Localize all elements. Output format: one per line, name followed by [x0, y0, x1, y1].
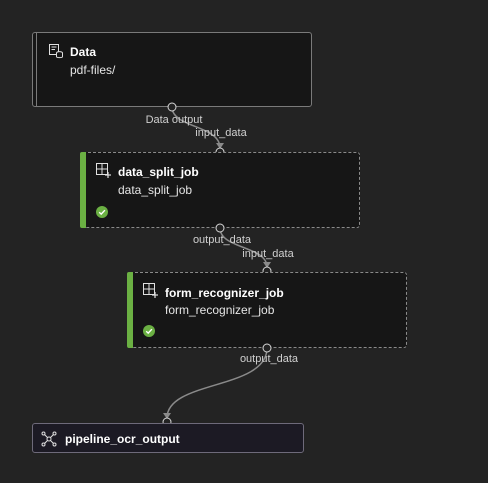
split-status-bar [80, 152, 86, 228]
data-node[interactable]: Data pdf-files/ [32, 32, 312, 107]
recognizer-status-bar [127, 272, 133, 348]
success-check-icon [96, 206, 108, 218]
dataset-icon [49, 44, 63, 59]
form-recognizer-job-node[interactable]: form_recognizer_job form_recognizer_job [127, 272, 407, 348]
data-split-job-node[interactable]: data_split_job data_split_job [80, 152, 360, 228]
recognizer-node-subtitle: form_recognizer_job [165, 303, 275, 317]
recognizer-input-label: input_data [242, 248, 294, 260]
split-output-port[interactable] [215, 223, 225, 233]
data-output-label: Data output [145, 114, 203, 126]
split-output-label: output_data [192, 234, 252, 246]
component-icon [96, 163, 111, 178]
component-icon [143, 283, 158, 298]
recognizer-output-port[interactable] [262, 343, 272, 353]
pipeline-output-icon [41, 431, 57, 447]
pipeline-output-title: pipeline_ocr_output [65, 432, 180, 446]
data-output-port[interactable] [167, 102, 177, 112]
recognizer-node-title: form_recognizer_job [165, 286, 284, 300]
split-input-label: input_data [195, 127, 247, 139]
pipeline-output-node[interactable]: pipeline_ocr_output [32, 423, 304, 453]
success-check-icon [143, 325, 155, 337]
data-node-title: Data [70, 45, 97, 59]
data-node-bar [36, 33, 37, 106]
data-node-path: pdf-files/ [70, 63, 116, 77]
split-node-title: data_split_job [118, 165, 199, 179]
recognizer-output-label: output_data [239, 353, 299, 365]
split-node-subtitle: data_split_job [118, 183, 193, 197]
